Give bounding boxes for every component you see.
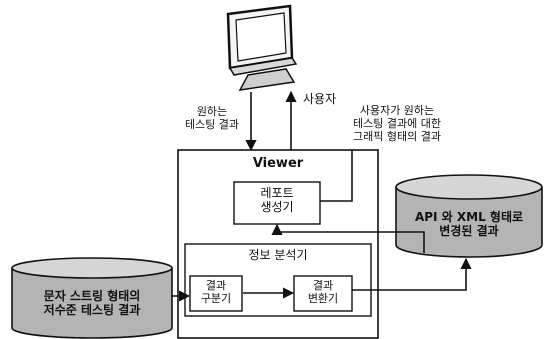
right-arrow-label: 사용자가 원하는 테스팅 결과에 대한 그래픽 형태의 결과 <box>336 104 458 144</box>
converter-label: 결과 변환기 <box>294 279 352 305</box>
report-generator-label-line-1: 레포트 <box>260 186 294 200</box>
classifier-label: 결과 구분기 <box>190 279 242 305</box>
left-arrow-label-line-1: 원하는 <box>196 105 228 118</box>
viewer-title: Viewer <box>252 156 304 171</box>
right-database-label-line-2: 변경된 결과 <box>439 224 499 239</box>
right-database-label: API 와 XML 형태로 변경된 결과 <box>396 210 542 239</box>
left-database-icon <box>11 257 173 339</box>
right-database-icon <box>395 174 543 258</box>
report-generator-label-line-2: 생성기 <box>260 200 294 215</box>
classifier-label-line-2: 구분기 <box>200 292 232 306</box>
analyzer-title: 정보 분석기 <box>248 248 308 262</box>
right-arrow-label-line-2: 테스팅 결과에 대한 <box>353 117 441 131</box>
right-database-label-line-1: API 와 XML 형태로 <box>414 210 524 224</box>
converter-label-line-1: 결과 <box>312 279 334 292</box>
left-database-label-line-1: 문자 스트링 형태의 <box>43 289 141 303</box>
left-database-label-line-2: 저수준 테스팅 결과 <box>43 303 141 318</box>
monitor-icon <box>226 4 298 91</box>
right-arrow-label-line-1: 사용자가 원하는 <box>359 104 435 117</box>
left-database-label: 문자 스트링 형태의 저수준 테스팅 결과 <box>12 289 172 318</box>
connector-report-to-viewer-top <box>320 150 353 202</box>
report-generator-label: 레포트 생성기 <box>234 186 320 215</box>
user-label: 사용자 <box>303 92 337 106</box>
right-arrow-label-line-3: 그래픽 형태의 결과 <box>353 130 441 144</box>
arrow-converter-to-right-db <box>352 257 472 291</box>
left-arrow-label: 원하는 테스팅 결과 <box>174 105 250 131</box>
converter-box <box>293 275 353 312</box>
classifier-label-line-1: 결과 <box>205 279 227 292</box>
left-arrow-label-line-2: 테스팅 결과 <box>184 118 240 132</box>
arrow-right-db-to-report <box>271 223 425 253</box>
classifier-box <box>189 275 243 312</box>
converter-label-line-2: 변환기 <box>307 292 339 306</box>
